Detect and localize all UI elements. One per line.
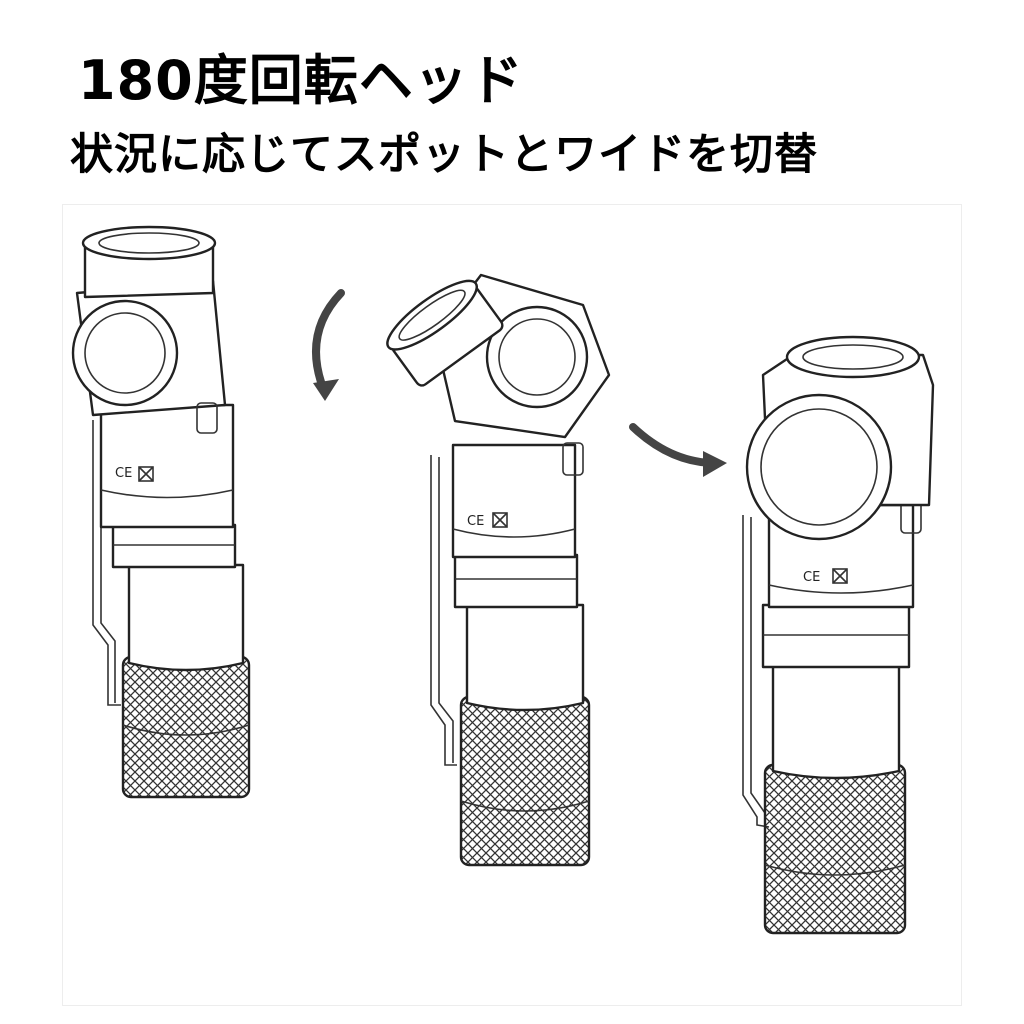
flashlight-head-angled: CE: [386, 273, 611, 867]
illustration-svg: CE CE: [71, 225, 935, 935]
flashlight-head-forward: CE: [71, 225, 251, 799]
flashlight-head-wide: CE: [742, 335, 935, 935]
subheadline: 状況に応じてスポットとワイドを切替: [70, 130, 818, 180]
headline: 180度回転ヘッド: [78, 49, 524, 112]
rotation-arrow-curved: [312, 289, 345, 401]
ce-mark-3: CE: [803, 570, 820, 585]
flashlight-illustration: CE CE: [62, 204, 962, 1006]
ce-mark-2: CE: [467, 514, 484, 529]
ce-mark: CE: [115, 466, 132, 481]
rotation-arrow-right: [629, 423, 727, 477]
